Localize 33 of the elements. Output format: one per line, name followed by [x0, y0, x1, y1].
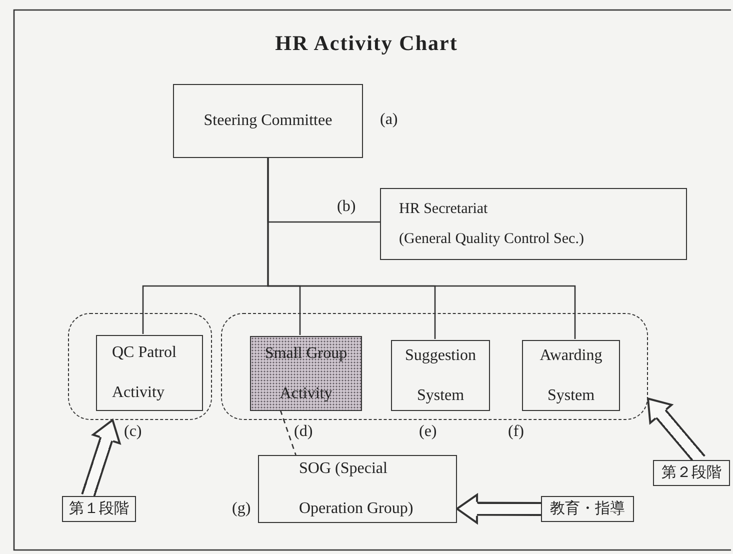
box-text: SOG (Special Operation Group)	[299, 459, 414, 519]
dashed-group-outline	[221, 313, 648, 420]
connector-line	[267, 158, 576, 339]
stage-label-box	[62, 496, 136, 522]
letter-label: (e)	[419, 423, 437, 441]
box-text: 第２段階	[662, 464, 722, 483]
dashed-connector	[280, 410, 296, 456]
box-text: 教育・指導	[550, 499, 625, 519]
letter-label: (c)	[124, 423, 142, 441]
highlighted-box	[250, 336, 362, 411]
letter-label: (a)	[380, 111, 398, 129]
stage-label-box	[541, 496, 634, 522]
letter-label: (d)	[294, 423, 313, 441]
box-text: Small Group Activity	[264, 344, 348, 404]
box-text: QC Patrol Activity	[112, 343, 178, 403]
dashed-group-outline	[68, 313, 212, 420]
box-text: HR Secretariat	[399, 200, 488, 219]
chart-title: HR Activity Chart	[274, 31, 459, 56]
letter-label: (f)	[508, 423, 524, 441]
box-text: Steering Committee	[204, 111, 332, 131]
box-text: Awarding System	[538, 346, 604, 406]
process-box	[522, 340, 620, 411]
process-box	[258, 455, 457, 523]
process-box	[96, 335, 203, 411]
process-box	[380, 188, 687, 260]
process-box	[173, 84, 363, 158]
box-text: 第１段階	[69, 500, 129, 519]
letter-label: (g)	[232, 500, 251, 518]
box-text: (General Quality Control Sec.)	[399, 230, 584, 249]
box-text: Suggestion System	[404, 346, 478, 406]
letter-label: (b)	[337, 198, 356, 216]
process-box	[391, 340, 490, 411]
stage-label-box	[653, 460, 730, 486]
